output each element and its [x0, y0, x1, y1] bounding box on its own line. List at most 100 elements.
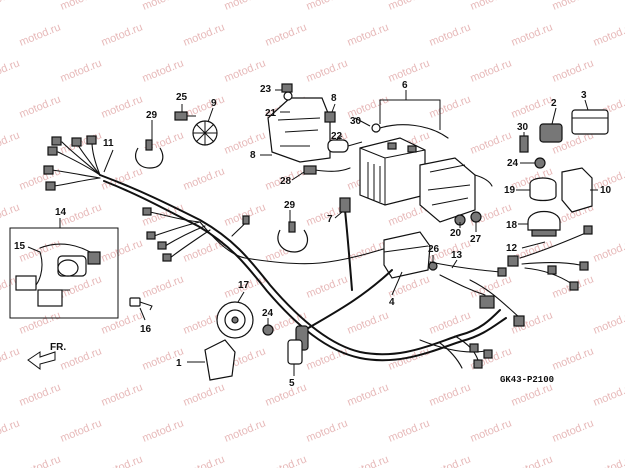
watermark-text: motod.ru	[182, 165, 227, 192]
direction-label: FR.	[50, 342, 66, 353]
terminal-30b	[519, 135, 529, 153]
watermark-text: motod.ru	[592, 21, 625, 48]
callout-5: 5	[289, 378, 295, 389]
watermark-text: motod.ru	[182, 93, 227, 120]
callout-29-lower: 29	[284, 200, 296, 211]
callout-9: 9	[211, 98, 217, 109]
watermark-text: motod.ru	[18, 93, 63, 120]
watermark-text: motod.ru	[469, 0, 514, 13]
watermark-text: motod.ru	[305, 57, 350, 84]
harness-connector-bundle	[43, 135, 101, 191]
turn-signal-relay	[527, 210, 561, 237]
watermark-text: motod.ru	[346, 21, 391, 48]
diagram-code: GK43-P2100	[500, 375, 554, 385]
relay-bracket	[561, 167, 593, 213]
callout-28: 28	[280, 176, 292, 187]
callout-22: 22	[331, 131, 343, 142]
callout-10: 10	[600, 185, 612, 196]
watermark-text: motod.ru	[141, 273, 186, 300]
ignition-switch-group	[9, 227, 153, 319]
watermark-text: motod.ru	[387, 417, 432, 444]
bolt-23	[281, 83, 293, 93]
battery	[359, 123, 449, 206]
callout-14: 14	[55, 207, 67, 218]
watermark-text: motod.ru	[18, 453, 63, 468]
callout-15: 15	[14, 241, 26, 252]
watermark-text: motod.ru	[551, 345, 596, 372]
front-direction-arrow: FR.	[27, 342, 66, 370]
watermark-text: motod.ru	[18, 381, 63, 408]
watermark-text: motod.ru	[100, 237, 145, 264]
watermark-text: motod.ru	[59, 273, 104, 300]
callout-24: 24	[507, 158, 519, 169]
ignition-coil	[295, 231, 431, 351]
watermark-text: motod.ru	[469, 57, 514, 84]
watermark-text: motod.ru	[0, 417, 21, 444]
watermark-text: motod.ru	[305, 417, 350, 444]
callout-17: 17	[238, 280, 250, 291]
callout-8b: 8	[331, 93, 337, 104]
callout-13: 13	[451, 250, 463, 261]
watermark-text: motod.ru	[592, 453, 625, 468]
regulator-rectifier	[192, 120, 218, 146]
watermark-text: motod.ru	[469, 417, 514, 444]
watermark-text: motod.ru	[223, 57, 268, 84]
watermark-text: motod.ru	[100, 309, 145, 336]
watermark-text: motod.ru	[346, 309, 391, 336]
bolt-25	[174, 111, 196, 121]
watermark-text: motod.ru	[141, 417, 186, 444]
callout-12: 12	[506, 243, 518, 254]
watermark-text: motod.ru	[18, 21, 63, 48]
watermark-text: motod.ru	[428, 93, 473, 120]
battery-cable-clip	[324, 111, 363, 153]
watermark-text: motod.ru	[264, 381, 309, 408]
callout-18: 18	[506, 220, 518, 231]
watermark-text: motod.ru	[141, 0, 186, 13]
callout-23: 23	[260, 84, 272, 95]
watermark-text: motod.ru	[223, 201, 268, 228]
watermark-text: motod.ru	[0, 0, 21, 13]
watermark-text: motod.ru	[592, 237, 625, 264]
callout-6: 6	[402, 80, 408, 91]
watermark-text: motod.ru	[592, 309, 625, 336]
watermark-text: motod.ru	[428, 453, 473, 468]
rear-sub-harness	[507, 225, 593, 291]
tail-connector-bundle	[429, 261, 525, 369]
leader-lines	[27, 89, 598, 376]
callout-26: 26	[428, 244, 440, 255]
callout-21: 21	[265, 108, 277, 119]
callout-7: 7	[327, 214, 333, 225]
wire-clamp-upper	[135, 139, 164, 169]
callout-25: 25	[176, 92, 188, 103]
watermark-text: motod.ru	[264, 453, 309, 468]
spark-plug-cap	[287, 339, 303, 365]
bolt-24b	[262, 324, 274, 336]
watermark-text: motod.ru	[305, 0, 350, 13]
watermark-text: motod.ru	[59, 0, 104, 13]
wire-clamp-lower	[277, 221, 308, 253]
callout-30: 30	[350, 116, 362, 127]
callout-19: 19	[504, 185, 516, 196]
handlebar-connector-bundle	[142, 207, 250, 262]
watermark-text: motod.ru	[592, 381, 625, 408]
starter-relay	[571, 109, 609, 135]
callout-labels: 11 14 15 16 29 25 9 23 21 8 8 22 6 30 28…	[14, 80, 612, 389]
watermark-text: motod.ru	[100, 453, 145, 468]
callout-27: 27	[470, 234, 482, 245]
watermark-text: motod.ru	[510, 381, 555, 408]
watermark-text: motod.ru	[100, 21, 145, 48]
bolt-27	[470, 211, 482, 223]
watermark-text: motod.ru	[387, 0, 432, 13]
watermark-text: motod.ru	[59, 417, 104, 444]
callout-1: 1	[176, 358, 182, 369]
watermark-text: motod.ru	[551, 0, 596, 13]
callout-29-upper: 29	[146, 110, 158, 121]
callout-4: 4	[389, 297, 395, 308]
watermark-text: motod.ru	[182, 381, 227, 408]
watermark-text: motod.ru	[223, 417, 268, 444]
watermark-text: motod.ru	[59, 57, 104, 84]
relay-connector	[539, 123, 563, 143]
watermark-text: motod.ru	[510, 21, 555, 48]
watermark-text: motod.ru	[0, 201, 21, 228]
watermark-text: motod.ru	[428, 21, 473, 48]
